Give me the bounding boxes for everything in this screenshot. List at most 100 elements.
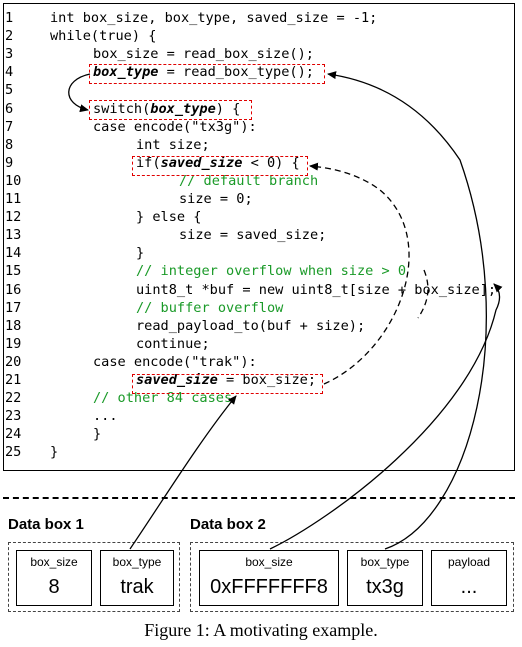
line-number: 21 <box>5 372 22 388</box>
line-number: 12 <box>5 209 22 226</box>
code-token: read_payload_to(buf + size); <box>136 317 366 334</box>
code-line: 13 size = saved_size; <box>0 226 512 244</box>
code-text: switch(box_type) { <box>93 100 240 118</box>
code-emphasis: box_type <box>93 64 159 81</box>
code-text: case encode("tx3g"): <box>93 118 257 136</box>
code-line: 21 saved_size = box_size; <box>0 371 512 389</box>
line-number: 5 <box>5 82 14 99</box>
code-text: ... <box>93 407 118 425</box>
arrow-box-size-to-alloc <box>269 283 503 550</box>
line-number: 25 <box>5 444 22 461</box>
field-value: 8 <box>48 576 60 598</box>
data-box-1 <box>8 542 180 612</box>
code-token: ... <box>93 408 118 425</box>
code-text: uint8_t *buf = new uint8_t[size + box_si… <box>136 281 496 299</box>
code-text: size = saved_size; <box>179 226 326 244</box>
code-line: 19 continue; <box>0 335 512 353</box>
section-divider <box>3 497 515 499</box>
line-number: 15 <box>5 263 22 280</box>
code-token: if( <box>136 154 161 171</box>
data-box-2-box-type-field: box_type tx3g <box>347 550 423 606</box>
code-text: saved_size = box_size; <box>136 371 316 389</box>
line-number: 3 <box>5 46 14 63</box>
code-line: 12 } else { <box>0 208 512 226</box>
code-emphasis: saved_size <box>160 154 243 171</box>
line-number: 7 <box>5 118 14 135</box>
code-text: // default branch <box>179 172 318 190</box>
code-comment: // other 84 cases <box>93 390 233 407</box>
field-value: tx3g <box>366 576 404 598</box>
line-number: 11 <box>5 191 22 207</box>
code-line: 22// other 84 cases <box>0 389 512 407</box>
line-number: 20 <box>5 353 22 370</box>
code-line: 8 int size; <box>0 136 512 154</box>
code-line: 10// default branch <box>0 172 512 190</box>
code-token: } else { <box>136 209 202 226</box>
line-number: 1 <box>5 10 14 26</box>
field-label: box_type <box>360 555 410 569</box>
code-line: 6 switch(box_type) { <box>0 100 512 118</box>
code-line: 15 // integer overflow when size > 0 <box>0 262 512 280</box>
code-text: } else { <box>136 208 201 226</box>
field-label: payload <box>447 555 491 569</box>
arrow-box-type-to-switch <box>68 73 91 113</box>
line-number: 14 <box>5 245 22 262</box>
code-line: 25} <box>0 443 512 461</box>
code-line: 24} <box>0 425 512 443</box>
code-token: < 0) { <box>242 154 300 171</box>
arrow-if-to-overflow <box>417 269 429 319</box>
code-line: 9 if(saved_size < 0) { <box>0 154 512 172</box>
figure-caption: Figure 1: A motivating example. <box>144 620 378 640</box>
code-text: int size; <box>136 136 210 154</box>
code-token: case encode("trak"): <box>93 353 257 370</box>
line-number: 23 <box>5 408 22 425</box>
highlight-saved-size-assign <box>132 374 323 394</box>
arrow-box-type-tx3g-to-read <box>327 71 487 550</box>
code-token: = box_size; <box>217 372 317 388</box>
code-line: 20 case encode("trak"): <box>0 353 512 371</box>
line-number: 24 <box>5 426 22 443</box>
field-label: box_size <box>245 555 293 569</box>
code-emphasis: saved_size <box>136 372 218 388</box>
code-text: } <box>136 244 144 262</box>
code-line: 5 <box>0 81 512 99</box>
code-text: continue; <box>136 335 210 353</box>
code-comment: // integer overflow when size > 0 <box>136 263 407 280</box>
field-label: box_type <box>112 555 162 569</box>
line-number: 19 <box>5 335 22 352</box>
code-comment: // buffer overflow <box>136 299 284 316</box>
code-line: 7 case encode("tx3g"): <box>0 118 512 136</box>
code-comment: // default branch <box>179 172 319 189</box>
code-token: switch( <box>93 100 151 117</box>
code-text: box_size = read_box_size(); <box>93 45 314 63</box>
code-text: } <box>93 425 101 443</box>
code-text: // other 84 cases <box>93 389 232 407</box>
code-text: // integer overflow when size > 0 <box>136 262 406 280</box>
code-text: size = 0; <box>179 190 253 208</box>
line-number: 9 <box>5 154 14 171</box>
line-number: 17 <box>5 299 22 316</box>
code-token: } <box>136 245 145 262</box>
arrow-saved-size-to-if <box>309 162 410 385</box>
arrow-trak-to-saved-size <box>129 395 237 550</box>
code-token: ) { <box>215 100 241 117</box>
code-token: } <box>50 444 59 461</box>
data-box-2-payload-field: payload ... <box>431 550 507 606</box>
data-box-2-title: Data box 2 <box>190 516 266 533</box>
code-token: uint8_t *buf = new uint8_t[size + box_si… <box>136 281 497 298</box>
code-line: 14} <box>0 244 512 262</box>
field-label: box_size <box>30 555 78 569</box>
code-line: 23... <box>0 407 512 425</box>
code-token: } <box>93 426 102 443</box>
line-number: 13 <box>5 227 22 244</box>
line-number: 8 <box>5 136 14 153</box>
line-number: 6 <box>5 100 14 117</box>
code-line: 17 // buffer overflow <box>0 299 512 317</box>
code-text: if(saved_size < 0) { <box>136 154 300 172</box>
code-line: 18 read_payload_to(buf + size); <box>0 317 512 335</box>
line-number: 18 <box>5 317 22 334</box>
